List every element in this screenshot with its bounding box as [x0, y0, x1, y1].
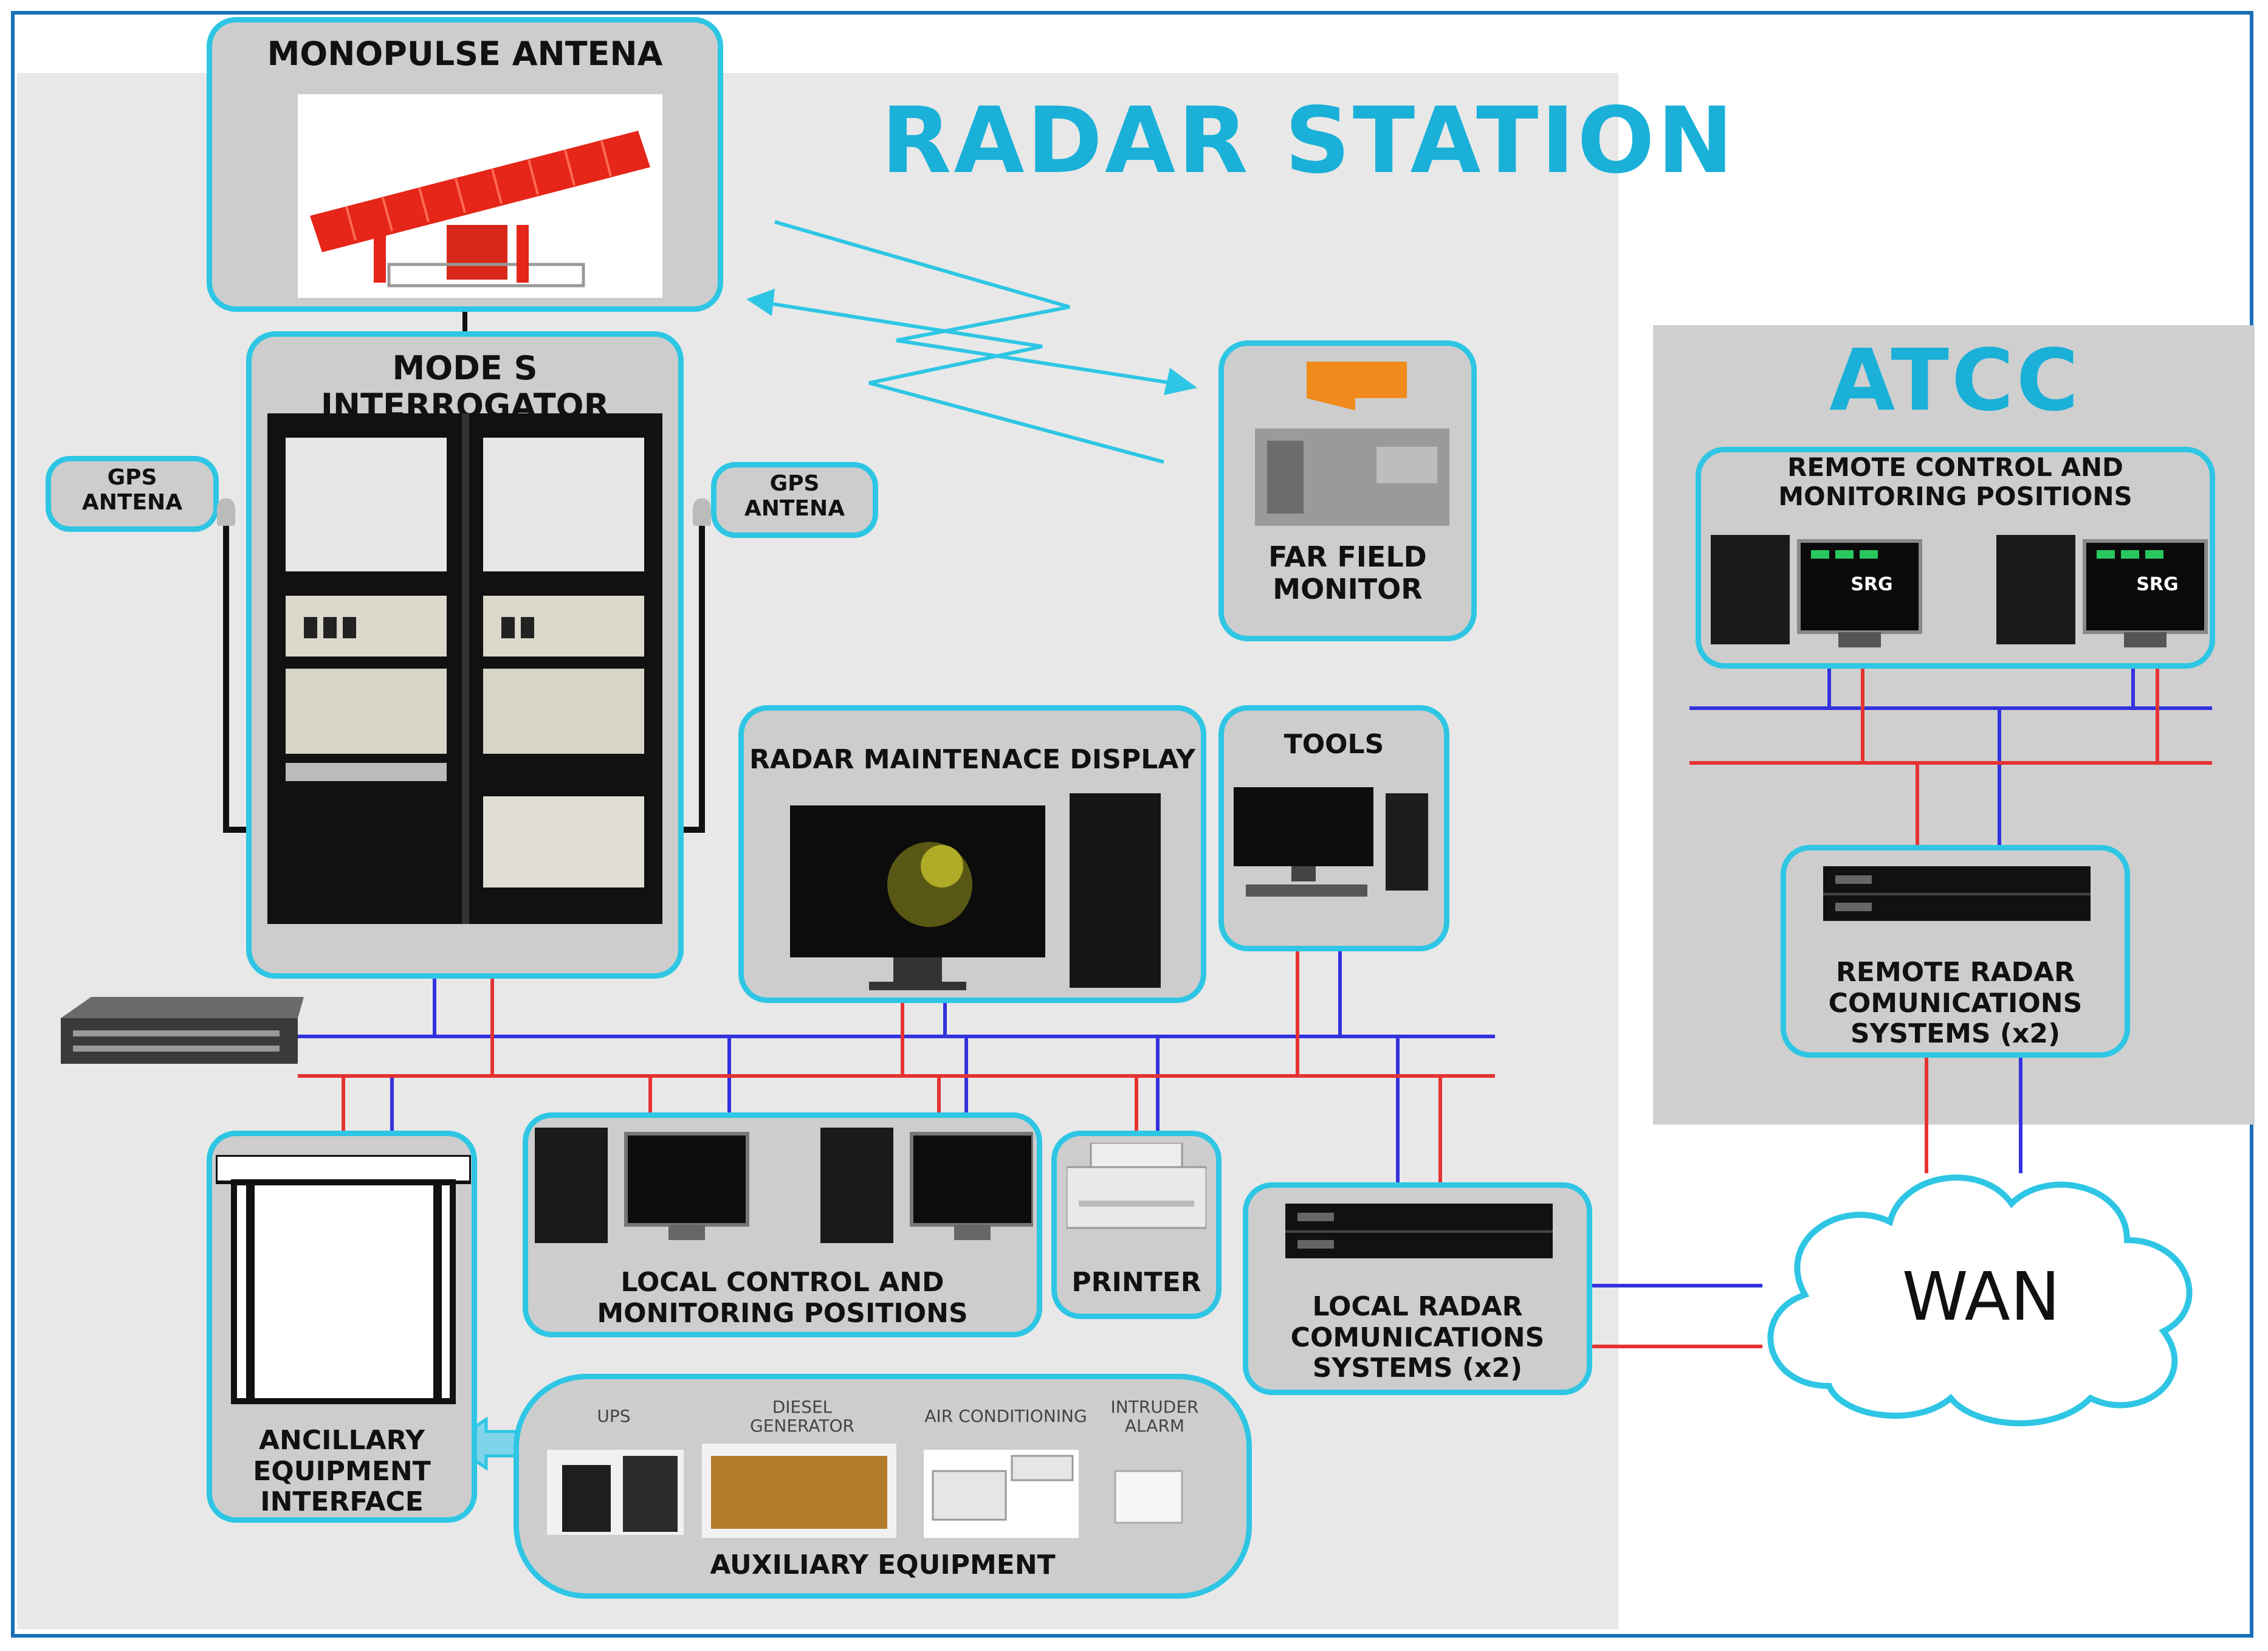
- gps-left-label: GPS ANTENA: [81, 465, 183, 515]
- remote-radar-comms-label: REMOTE RADAR COMUNICATIONS SYSTEMS (x2): [1828, 957, 2083, 1050]
- tools-label: TOOLS: [1283, 729, 1384, 760]
- wan-cloud: [1767, 1174, 2193, 1427]
- air-conditioning-label: AIR CONDITIONING: [924, 1406, 1087, 1426]
- ancillary-equipment-interface-label: ANCILLARY EQUIPMENT INTERFACE: [253, 1425, 431, 1518]
- diesel-generator-label: DIESEL GENERATOR: [750, 1397, 854, 1436]
- atcc-title: ATCC: [1829, 331, 2081, 430]
- gps-right-label: GPS ANTENA: [744, 471, 845, 522]
- tools-computer-image: [1234, 787, 1428, 897]
- wan-label: WAN: [1902, 1258, 2061, 1336]
- gps-right-box: [711, 462, 878, 538]
- local-radar-comms-image: [1285, 1204, 1553, 1258]
- gps-left-box: [46, 456, 219, 532]
- ancillary-cabinet-image: [216, 1155, 471, 1404]
- radar-display-image: [790, 793, 1161, 990]
- network-switch-image: [61, 997, 304, 1064]
- auxiliary-equipment-label: AUXILIARY EQUIPMENT: [710, 1549, 1056, 1580]
- antenna-image: [298, 94, 662, 298]
- monopulse-antenna-label: MONOPULSE ANTENA: [267, 35, 663, 73]
- gps-right-antenna-icon: [693, 498, 711, 526]
- printer-image: [1067, 1143, 1206, 1229]
- remote-screen-text-1: SRG: [1850, 574, 1893, 595]
- local-radar-comms-label: LOCAL RADAR COMUNICATIONS SYSTEMS (x2): [1290, 1291, 1545, 1384]
- local-positions-computers-image: [535, 1128, 1033, 1243]
- auxiliary-equipment-images: [547, 1444, 1183, 1538]
- far-field-monitor-label: FAR FIELD MONITOR: [1268, 540, 1427, 605]
- remote-screen-text-2: SRG: [2136, 574, 2179, 595]
- local-positions-label: LOCAL CONTROL AND MONITORING POSITIONS: [597, 1267, 968, 1329]
- radar-maintenance-display-label: RADAR MAINTENACE DISPLAY: [749, 744, 1195, 775]
- remote-positions-computers-image: [1711, 535, 2208, 647]
- far-field-monitor-image: [1255, 362, 1449, 526]
- remote-positions-label: REMOTE CONTROL AND MONITORING POSITIONS: [1778, 452, 2132, 512]
- interrogator-rack-image: [267, 413, 662, 924]
- radar-station-title: RADAR STATION: [881, 88, 1736, 194]
- ups-label: UPS: [597, 1406, 631, 1426]
- remote-radar-comms-image: [1823, 866, 2091, 921]
- gps-left-antenna-icon: [217, 498, 235, 526]
- intruder-alarm-label: INTRUDER ALARM: [1110, 1397, 1199, 1436]
- printer-label: PRINTER: [1071, 1267, 1201, 1298]
